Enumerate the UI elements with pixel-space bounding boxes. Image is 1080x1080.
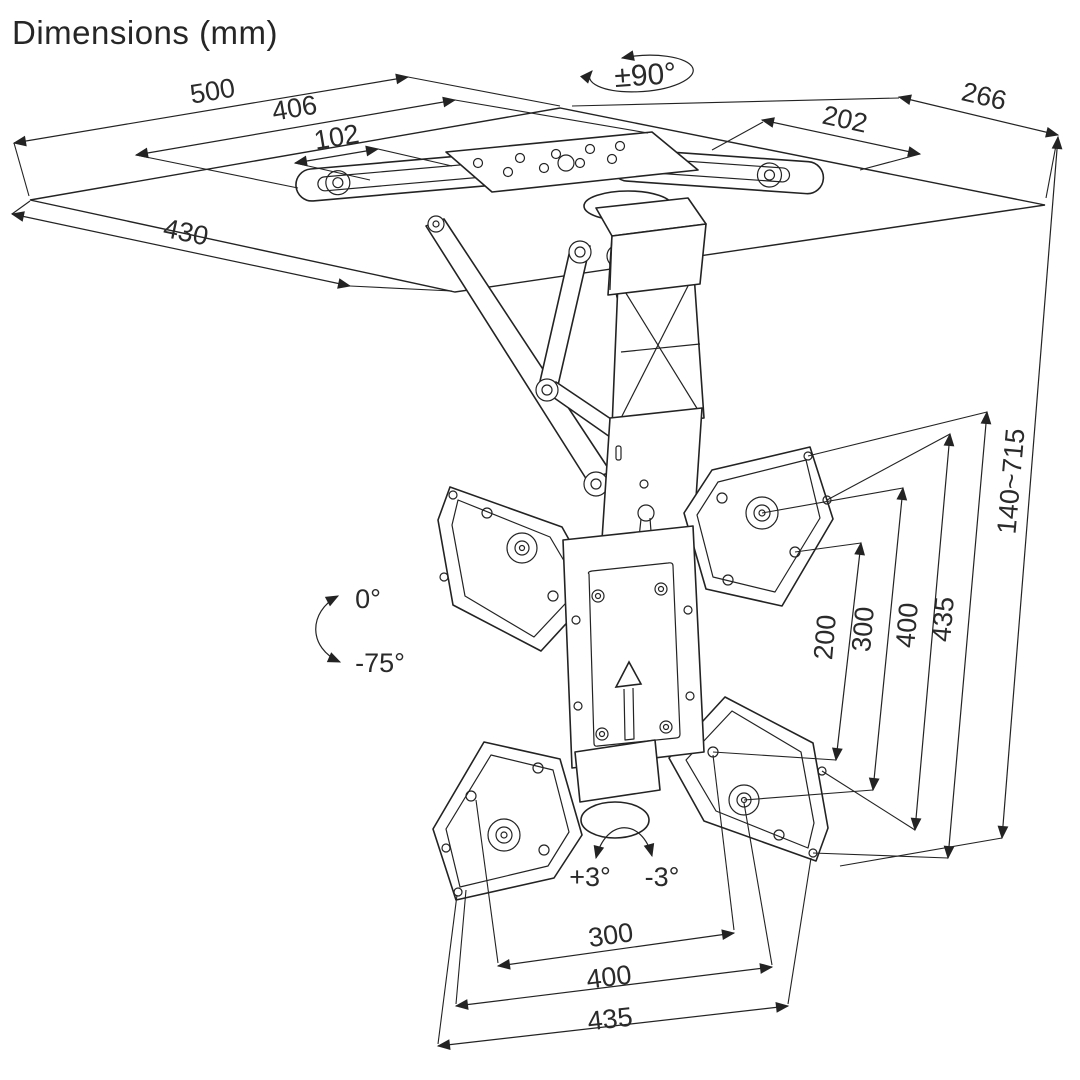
dim-label: 140~715 (991, 427, 1030, 535)
dim-label: 435 (586, 1002, 634, 1037)
dim-label: 406 (270, 90, 319, 127)
up-arrow-icon (614, 660, 643, 741)
level-arc-icon (593, 827, 655, 860)
swivel-range-annotation: ±90° (580, 50, 694, 94)
vesa-center-plate (562, 525, 705, 769)
level-range-annotation: +3° -3° (569, 827, 680, 892)
dim-label: 430 (161, 213, 211, 252)
dim-label: 200 (808, 613, 842, 661)
vesa-wing-top-right (683, 446, 834, 607)
tilt-arc-icon (315, 595, 342, 663)
swivel-label: ±90° (613, 57, 677, 94)
level-ccw-label: -3° (645, 862, 680, 892)
column-hole (639, 479, 649, 489)
level-cw-label: +3° (569, 862, 611, 892)
dim-inner-width-406: 406 (134, 90, 649, 189)
dim-center-width-102: 102 (293, 119, 453, 181)
dim-label: 435 (926, 595, 960, 643)
motor-housing (595, 197, 707, 296)
truss-column (611, 273, 705, 429)
vesa-wing-top-left (437, 486, 598, 652)
tilt-range-annotation: 0° -75° (315, 584, 405, 678)
dim-label: 300 (586, 917, 635, 953)
dim-label: 102 (312, 119, 361, 156)
dim-label: 400 (585, 959, 633, 994)
dim-plate-width-435: 435 (436, 857, 812, 1051)
swivel-arc-icon (580, 50, 694, 93)
ceiling-plate (445, 131, 699, 193)
tilt-min-label: -75° (355, 648, 405, 678)
page-title: Dimensions (mm) (12, 14, 279, 51)
dim-label: 500 (188, 73, 237, 110)
dim-label: 400 (890, 601, 924, 649)
tilt-max-label: 0° (355, 584, 381, 614)
dim-vesa-h-400: 400 (454, 802, 774, 1010)
ceiling-plane (29, 97, 1058, 293)
dim-label: 266 (959, 76, 1010, 116)
dim-height-range: 140~715 (839, 135, 1063, 867)
dim-vesa-v-200: 200 (712, 541, 865, 762)
dim-label: 202 (820, 100, 870, 139)
dim-right-depth-266: 266 (897, 76, 1060, 138)
dim-vesa-h-300: 300 (475, 754, 736, 970)
vesa-wing-bottom-left (432, 741, 583, 901)
tilt-bracket (574, 739, 661, 839)
